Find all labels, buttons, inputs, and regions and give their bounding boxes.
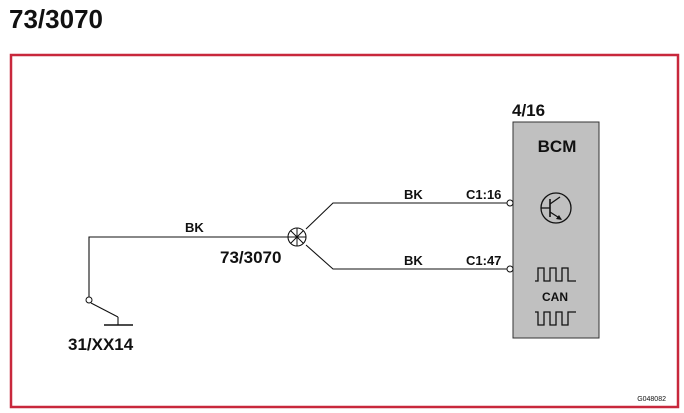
splice-ref-label: 73/3070: [220, 248, 281, 267]
can-bus-label: CAN: [542, 290, 568, 304]
wire-splice-to-pin-lower: [305, 244, 509, 270]
pin-terminal-lower: [506, 265, 514, 273]
can-low-waveform-icon: [535, 311, 576, 326]
ground-ref-label: 31/XX14: [68, 335, 134, 354]
ground-icon: [85, 296, 133, 326]
figure-code-label: G048082: [637, 396, 666, 403]
wire-ground-to-splice: [88, 236, 288, 298]
can-high-waveform-icon: [535, 267, 576, 282]
pin-lower-label: C1:47: [466, 253, 501, 268]
wire-left-color-label: BK: [185, 220, 204, 235]
wire-lower-color-label: BK: [404, 253, 423, 268]
diagram-frame: [9, 53, 680, 409]
wire-upper-color-label: BK: [404, 187, 423, 202]
module-ref-label: 4/16: [512, 101, 545, 120]
module-name-label: BCM: [538, 137, 577, 156]
splice-icon: [287, 227, 307, 247]
pin-upper-label: C1:16: [466, 187, 501, 202]
pin-terminal-upper: [506, 199, 514, 207]
wire-splice-to-pin-upper: [305, 202, 509, 230]
transistor-icon: [540, 192, 572, 224]
page-title: 73/3070: [9, 4, 103, 34]
bcm-module-box: [512, 121, 600, 339]
